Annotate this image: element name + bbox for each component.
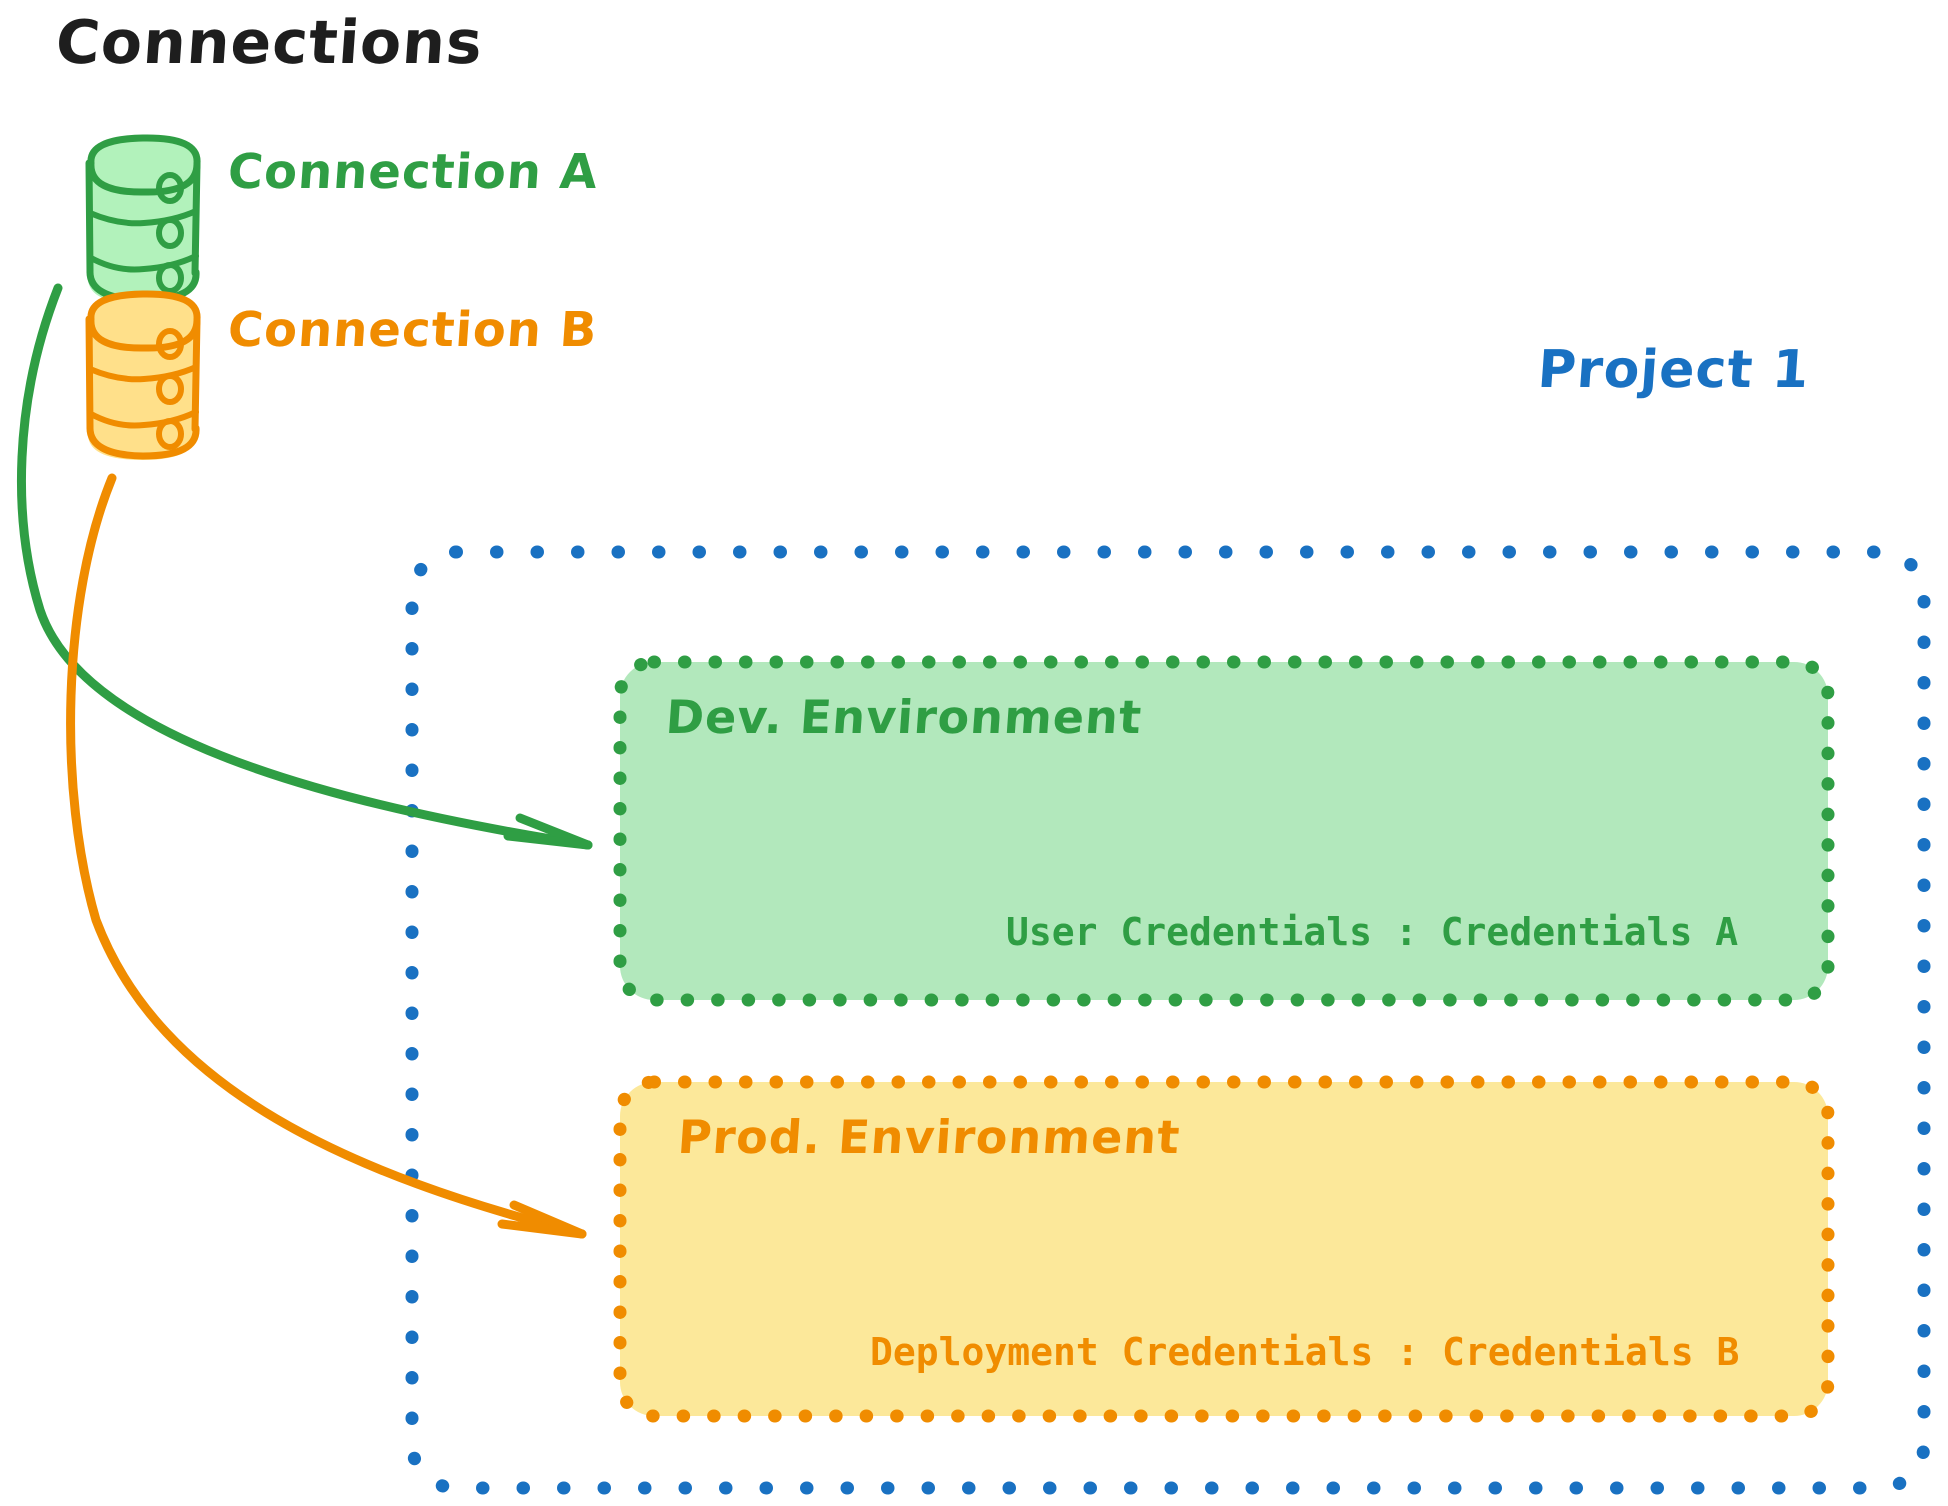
prod-environment-border [613, 1075, 1835, 1423]
arrow-connection-a-to-dev [16, 283, 593, 850]
prod-environment-credentials: Deployment Credentials : Credentials B [870, 1330, 1740, 1374]
database-icon-connection-b[interactable] [85, 290, 201, 460]
connection-b-label[interactable]: Connection B [226, 302, 600, 358]
dev-environment-credentials: User Credentials : Credentials A [1006, 910, 1739, 954]
prod-environment-title: Prod. Environment [676, 1110, 1183, 1164]
page-title: Connections [53, 8, 486, 78]
prod-environment-box[interactable] [620, 1082, 1828, 1416]
connection-a-label[interactable]: Connection A [226, 144, 600, 200]
project-container-border [405, 545, 1931, 1495]
dev-environment-title: Dev. Environment [664, 690, 1144, 744]
database-icon-connection-a[interactable] [85, 134, 201, 304]
dev-environment-box[interactable] [620, 662, 1828, 1000]
arrow-connection-b-to-prod [66, 473, 587, 1239]
project-title: Project 1 [1535, 340, 1812, 400]
